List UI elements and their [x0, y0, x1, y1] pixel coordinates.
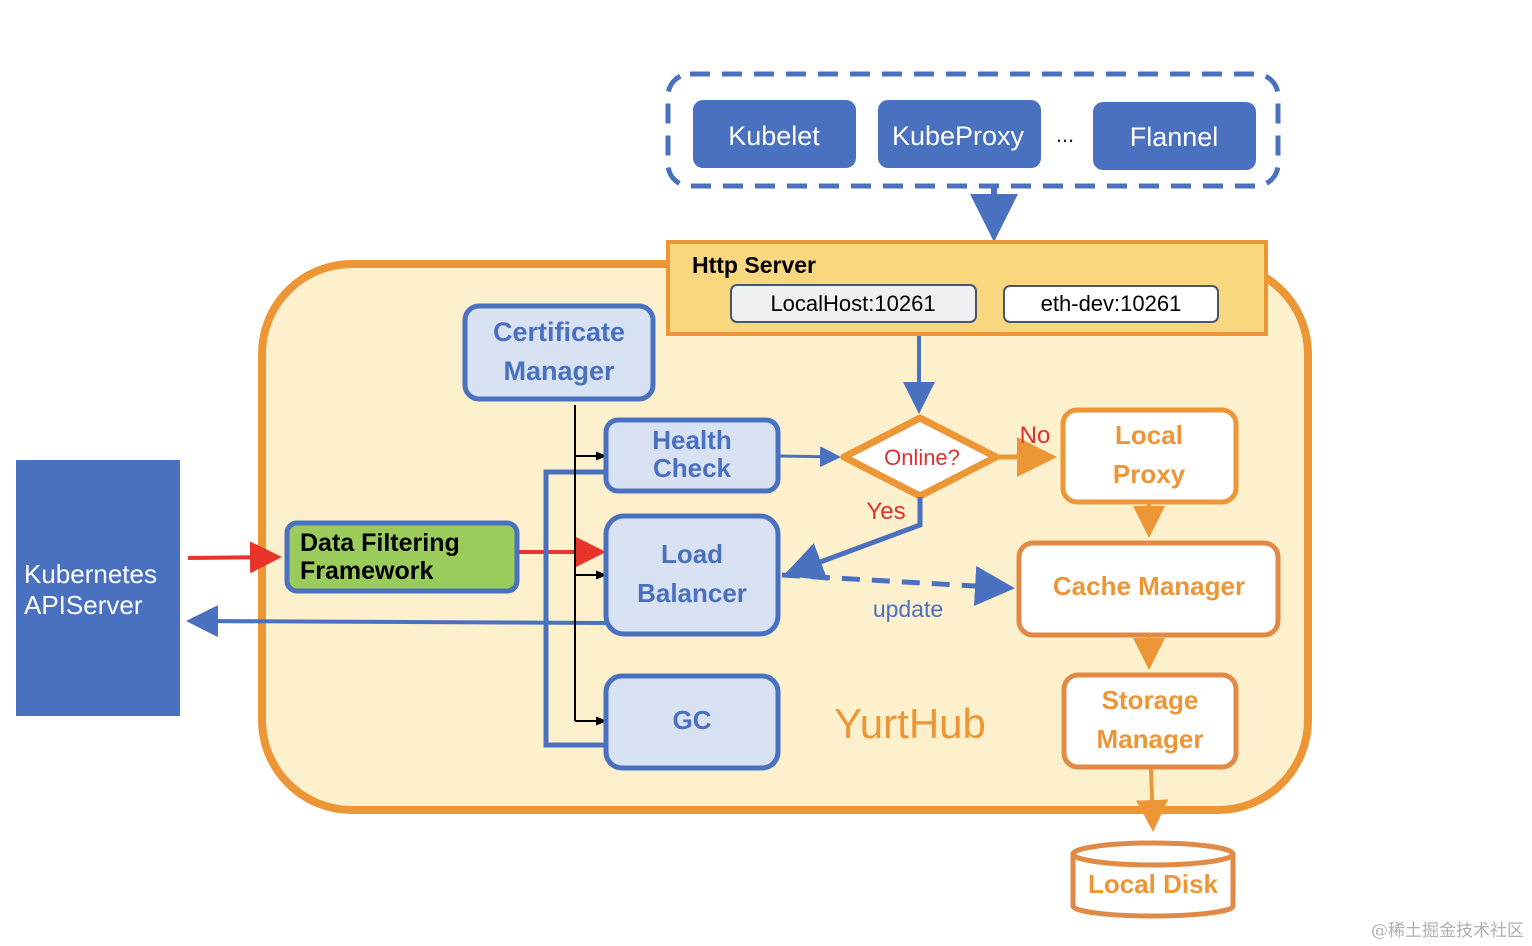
local-proxy: Local Proxy: [1060, 407, 1239, 505]
load-balancer: Load Balancer: [603, 513, 781, 637]
health-check-line2: Check: [653, 453, 732, 483]
certificate-manager-line1: Certificate: [493, 317, 625, 347]
arrow-loadbalancer-to-apiserver: [186, 605, 607, 638]
endpoint-eth-dev: eth-dev:10261: [1003, 285, 1219, 323]
kubernetes-apiserver: Kubernetes APIServer: [16, 460, 180, 716]
storage-manager-line1: Storage: [1102, 685, 1199, 715]
load-balancer-line1: Load: [661, 539, 723, 569]
yurthub-label: YurtHub: [834, 700, 986, 747]
health-check: Health Check: [603, 417, 781, 494]
client-kubeproxy-label: KubeProxy: [892, 121, 1025, 151]
gc: GC: [603, 673, 781, 771]
online-decision-label: Online?: [884, 445, 960, 470]
local-proxy-line1: Local: [1115, 420, 1183, 450]
health-check-line1: Health: [652, 425, 731, 455]
local-disk: Local Disk: [1070, 840, 1236, 919]
storage-manager-line2: Manager: [1097, 724, 1204, 754]
online-decision: Online?: [840, 414, 1000, 500]
arrow-apiserver-to-filter: [187, 541, 282, 574]
client-kubelet-label: Kubelet: [728, 121, 820, 151]
cache-manager-label: Cache Manager: [1053, 571, 1245, 601]
data-filtering-line1: Data Filtering: [300, 529, 460, 557]
no-label: No: [1020, 422, 1051, 449]
cache-manager: Cache Manager: [1016, 540, 1281, 638]
arrow-storage-to-disk: [1136, 768, 1169, 832]
apiserver-label-line2: APIServer: [24, 590, 143, 620]
arrow-online-yes-to-loadbalancer: [783, 497, 923, 581]
storage-manager: Storage Manager: [1061, 672, 1239, 770]
yes-label: Yes: [866, 498, 905, 525]
watermark: @稀土掘金技术社区: [1371, 921, 1524, 941]
client-kubeproxy: KubeProxy: [878, 100, 1041, 168]
data-filtering-framework: Data Filtering Framework: [284, 520, 520, 594]
arrow-health-to-online: [779, 446, 841, 468]
gc-label: GC: [673, 705, 712, 735]
client-flannel: Flannel: [1093, 102, 1256, 170]
certificate-manager-line2: Manager: [503, 356, 615, 386]
local-proxy-line2: Proxy: [1113, 459, 1186, 489]
update-label: update: [873, 596, 943, 622]
client-kubelet: Kubelet: [693, 100, 856, 168]
endpoint-localhost-label: LocalHost:10261: [770, 291, 935, 316]
local-disk-label: Local Disk: [1088, 869, 1219, 899]
arrow-update-to-cache: [781, 566, 1015, 606]
endpoint-eth-dev-label: eth-dev:10261: [1041, 291, 1182, 316]
client-ellipsis: ...: [1056, 122, 1074, 147]
certificate-manager: Certificate Manager: [462, 303, 656, 402]
endpoint-localhost: LocalHost:10261: [730, 284, 977, 323]
load-balancer-line2: Balancer: [637, 578, 747, 608]
http-server-title: Http Server: [692, 252, 816, 278]
client-flannel-label: Flannel: [1130, 122, 1219, 152]
apiserver-label-line1: Kubernetes: [24, 559, 157, 589]
data-filtering-line2: Framework: [300, 557, 433, 585]
